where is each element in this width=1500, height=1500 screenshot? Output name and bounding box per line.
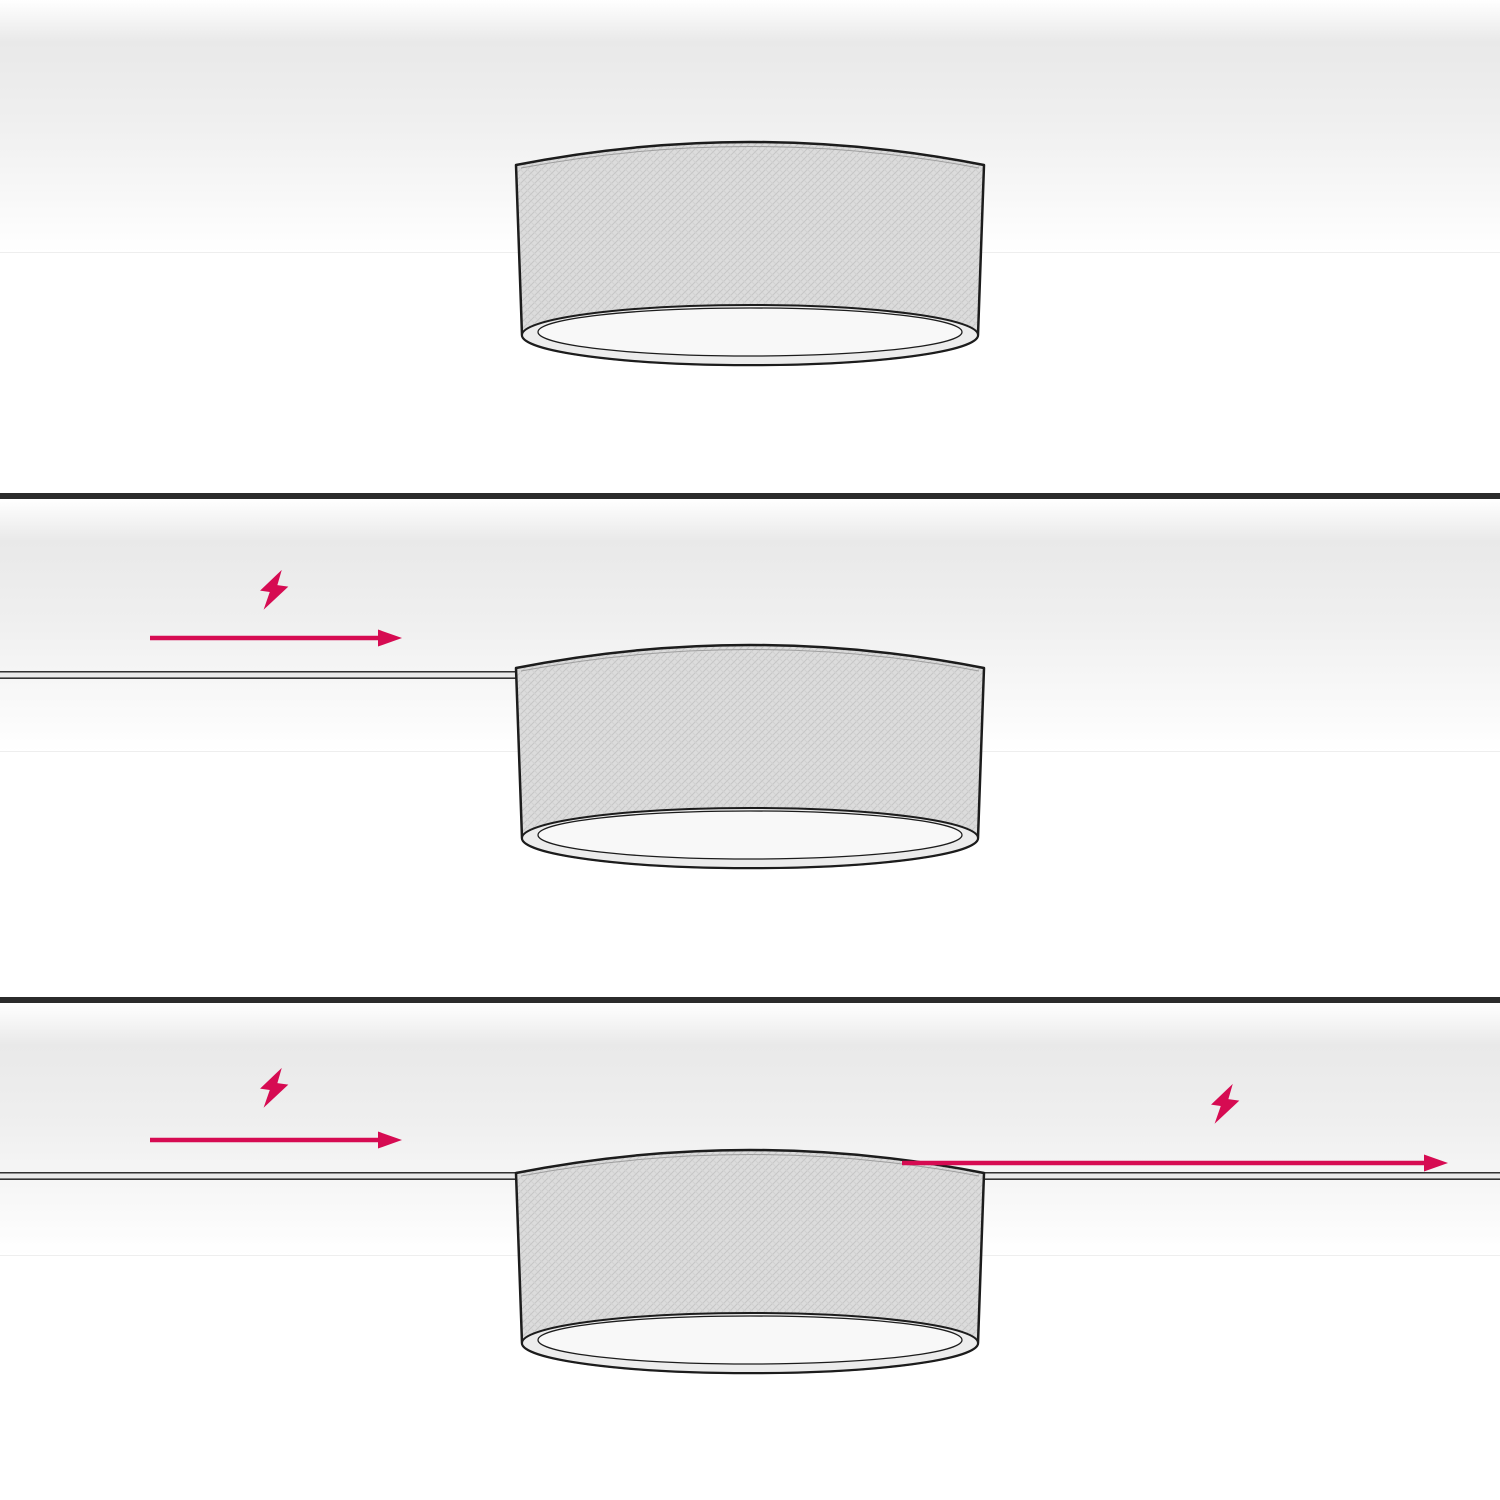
drum-lampshade (514, 1148, 986, 1375)
panel-divider (0, 997, 1500, 1003)
shade-top-seam (520, 1154, 980, 1177)
installation-step-3 (0, 1003, 1500, 1500)
power-cable-left (0, 671, 520, 679)
lightning-bolt-icon (260, 1067, 289, 1108)
power-direction-arrow (150, 629, 402, 647)
drum-lampshade (514, 643, 986, 870)
installation-step-1 (0, 0, 1500, 493)
drum-lampshade (514, 140, 986, 367)
shade-diffuser (537, 810, 963, 860)
lightning-bolt-icon (1211, 1083, 1240, 1124)
shade-top-seam (520, 146, 980, 169)
shade-diffuser (537, 307, 963, 357)
power-direction-arrow (150, 1131, 402, 1149)
power-direction-arrow (902, 1154, 1448, 1172)
shade-top-seam (520, 649, 980, 672)
panel-divider (0, 493, 1500, 499)
lightning-bolt-icon (260, 569, 289, 610)
installation-step-2 (0, 499, 1500, 997)
shade-diffuser (537, 1315, 963, 1365)
